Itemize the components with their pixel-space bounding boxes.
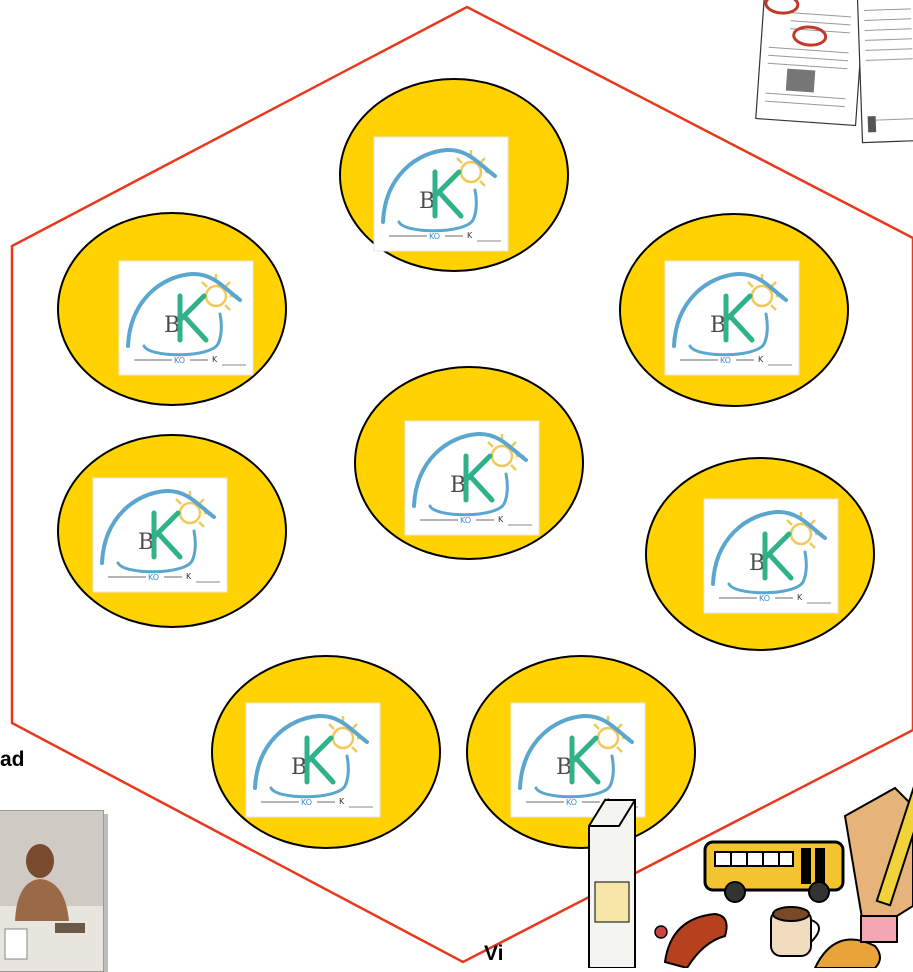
ruler-pencil-icon (845, 787, 913, 942)
bk-logo-icon (374, 137, 508, 251)
node-upper-right (620, 214, 848, 406)
node-middle-left (58, 435, 286, 627)
bk-logo-icon (119, 261, 253, 375)
person-photo-icon (0, 810, 104, 972)
coffee-cup-icon (771, 907, 819, 956)
document-stack-icon (748, 0, 913, 150)
croissant-icon (815, 940, 880, 968)
node-upper-left (58, 213, 286, 405)
sausage-icon (655, 914, 727, 968)
cut-off-label-bottom: Vi (484, 942, 503, 966)
milk-carton-icon (589, 800, 635, 968)
node-center (355, 367, 583, 559)
node-middle-right (646, 458, 874, 650)
school-bus-icon (705, 842, 843, 902)
bk-logo-icon (246, 703, 380, 817)
clipart-cluster (575, 786, 913, 968)
node-bottom-left (212, 656, 440, 848)
cut-off-label-left: ad (0, 748, 25, 772)
bk-logo-icon (405, 421, 539, 535)
bk-logo-icon (93, 478, 227, 592)
node-top (340, 79, 568, 271)
bk-logo-icon (704, 499, 838, 613)
bk-logo-icon (665, 261, 799, 375)
